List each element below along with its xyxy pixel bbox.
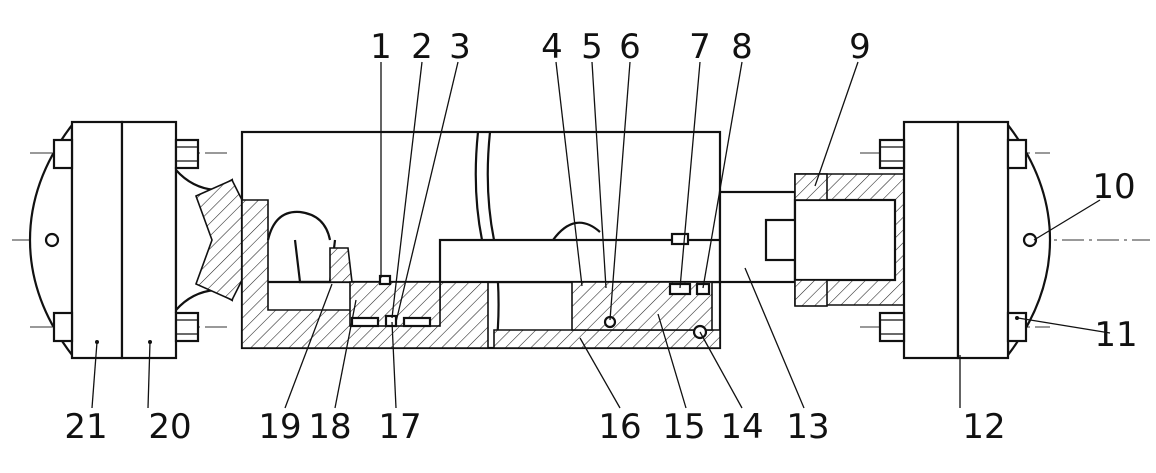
- callout-labels: 1 2 3 4 5 6 7 8 9 10 11 12 13 14 15 16 1…: [64, 27, 1137, 447]
- cylinder-body: [240, 130, 722, 350]
- callout-13: 13: [786, 407, 829, 447]
- left-vent-plug: [44, 232, 60, 248]
- callout-17: 17: [378, 407, 421, 447]
- callout-12: 12: [962, 407, 1005, 447]
- left-flange-assembly: [28, 120, 243, 360]
- callout-9: 9: [849, 27, 871, 67]
- callout-15: 15: [662, 407, 705, 447]
- callout-14: 14: [720, 407, 763, 447]
- right-vent-plug: [1022, 232, 1038, 248]
- leader-lines: [91, 61, 1111, 409]
- callout-10: 10: [1092, 167, 1135, 207]
- callout-11: 11: [1094, 315, 1137, 355]
- callout-6: 6: [619, 27, 641, 67]
- callout-4: 4: [541, 27, 563, 67]
- callout-21: 21: [64, 407, 107, 447]
- callout-18: 18: [308, 407, 351, 447]
- callout-8: 8: [731, 27, 753, 67]
- rod-fitting: [718, 173, 931, 307]
- callout-5: 5: [581, 27, 603, 67]
- callout-3: 3: [449, 27, 471, 67]
- callout-19: 19: [258, 407, 301, 447]
- right-flange-assembly: [878, 120, 1052, 360]
- callout-1: 1: [370, 27, 392, 67]
- callout-20: 20: [148, 407, 191, 447]
- callout-16: 16: [598, 407, 641, 447]
- callout-2: 2: [411, 27, 433, 67]
- callout-7: 7: [689, 27, 711, 67]
